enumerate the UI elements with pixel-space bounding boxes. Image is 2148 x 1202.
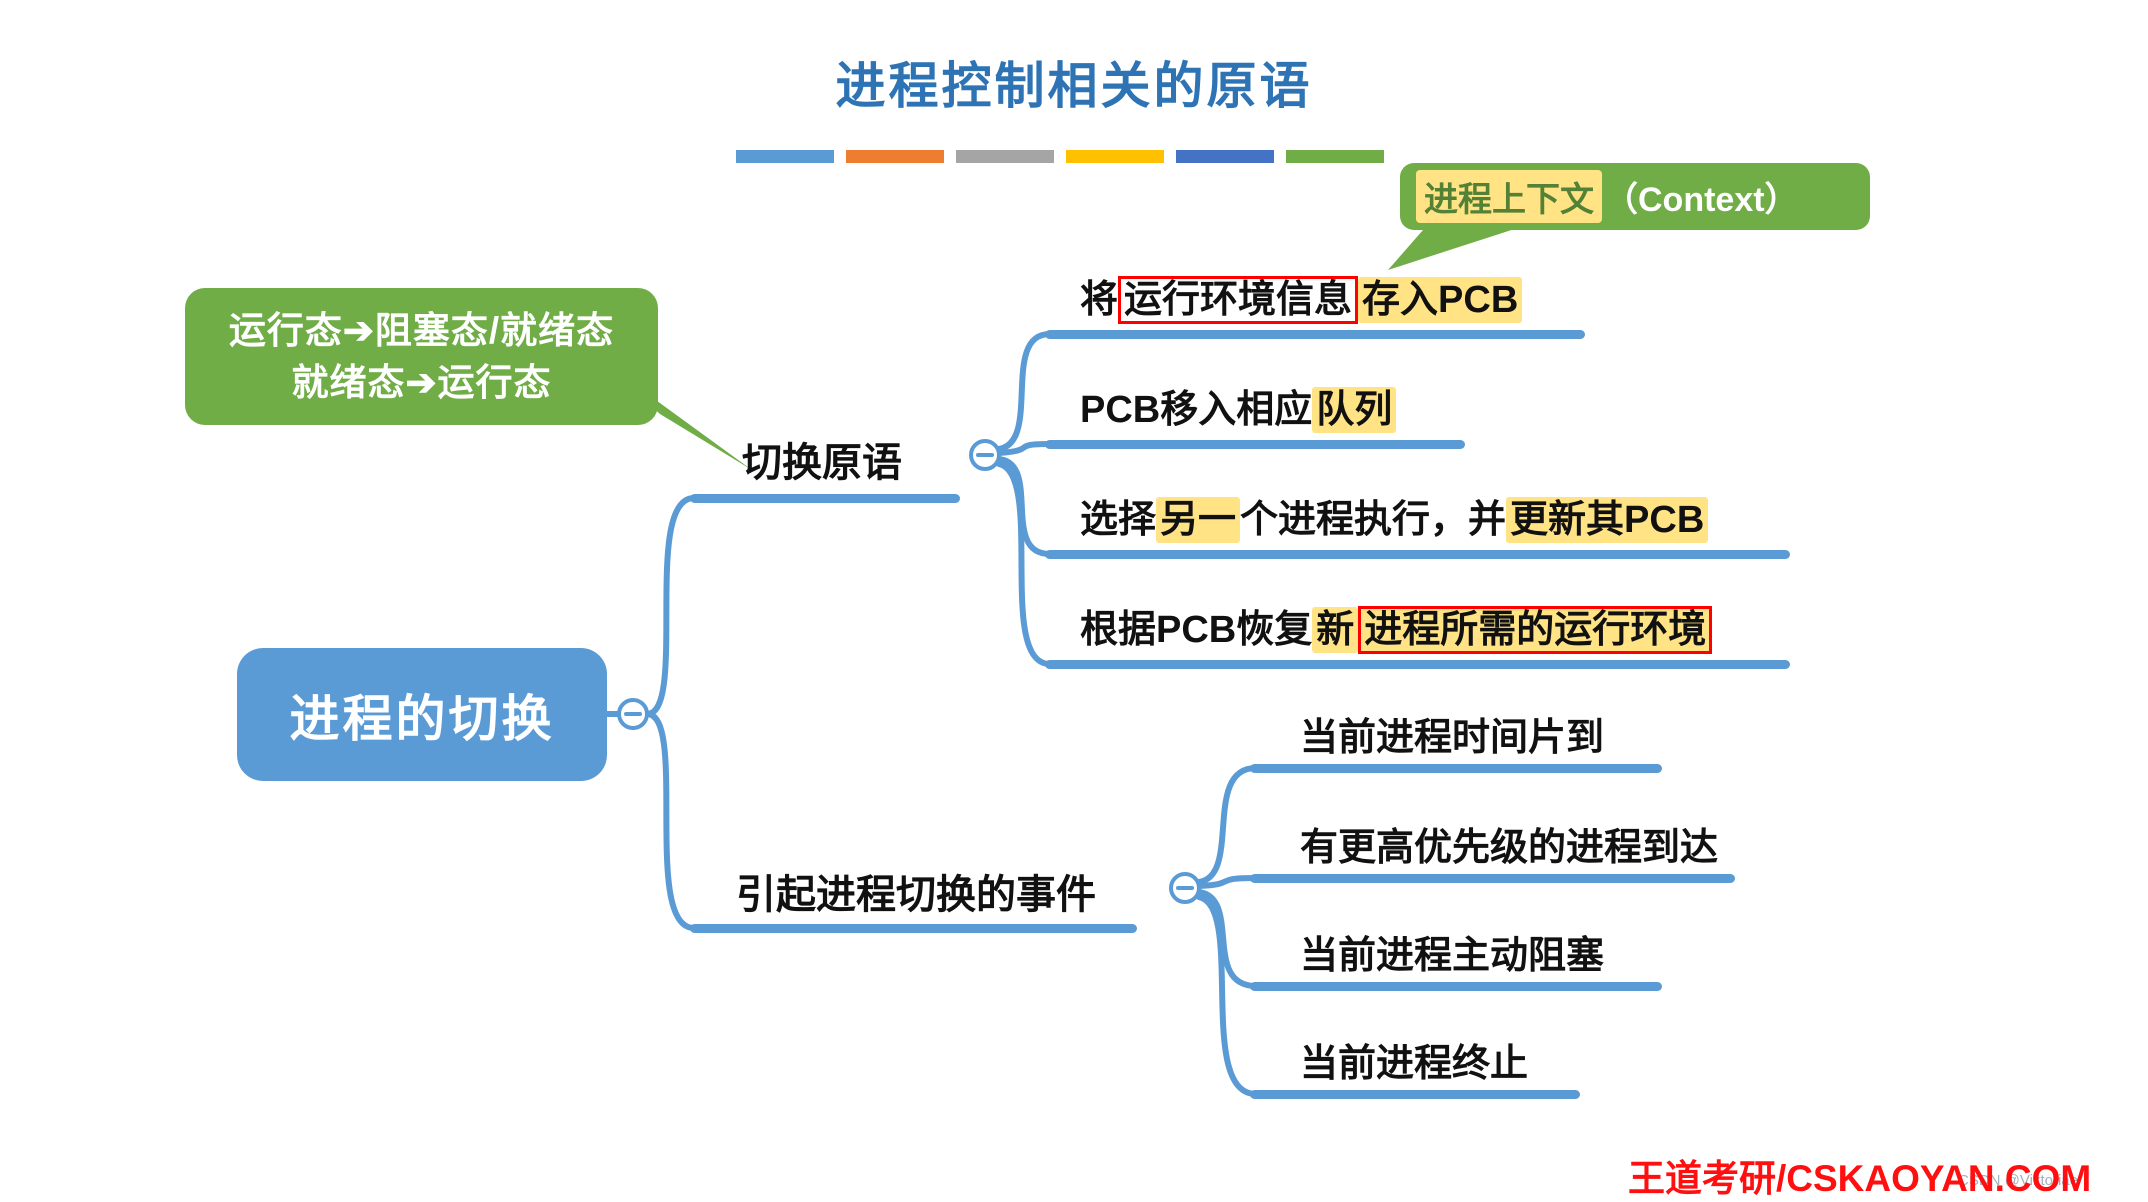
topic-underline [1250, 874, 1735, 883]
color-bar-blue [736, 150, 834, 163]
topic-underline [1045, 440, 1465, 449]
color-bar-gold [1066, 150, 1164, 163]
topic-underline [690, 924, 1137, 933]
leaf-segment-highlight: 新 [1312, 607, 1359, 653]
topic-underline [1250, 764, 1662, 773]
connector-root-to-branch-switch [644, 495, 697, 717]
leaf-segment-red-box-highlight: 进程所需的运行环境 [1358, 606, 1713, 654]
leaf-segment-highlight: 更新其PCB [1506, 497, 1709, 543]
leaf-select-another-process[interactable]: 选择另一个进程执行，并更新其PCB [1080, 488, 1709, 543]
callout-context-rest: （Context） [1604, 181, 1799, 219]
connector-events-to-leaf-3 [1196, 889, 1259, 989]
topic-underline [1250, 1090, 1580, 1099]
branch-switch-primitive[interactable]: 切换原语 [742, 441, 902, 485]
collapse-button-root[interactable] [617, 698, 649, 730]
collapse-button-switch-events[interactable] [1169, 872, 1201, 904]
color-bar-green [1286, 150, 1384, 163]
page-title: 进程控制相关的原语 [835, 58, 1313, 114]
callout-context: 进程上下文 （Context） [1400, 163, 1870, 230]
leaf-save-run-environment-to-pcb[interactable]: 将运行环境信息存入PCB [1080, 268, 1523, 324]
callout-states-line1: 运行态➔阻塞态/就绪态 [228, 309, 615, 351]
connector-switch-to-leaf-3 [996, 456, 1053, 557]
connector-events-to-leaf-2 [1196, 875, 1259, 889]
root-node-process-switch[interactable]: 进程的切换 [237, 648, 607, 781]
connector-root-to-branch-events [644, 711, 697, 931]
connector-switch-to-leaf-4 [996, 461, 1053, 667]
topic-underline [1045, 660, 1790, 669]
brand-footer: 王道考研/CSKAOYAN.COM [1628, 1158, 2092, 1199]
collapse-button-switch-primitive[interactable] [969, 439, 1001, 471]
color-bar-gray [956, 150, 1054, 163]
connector-switch-to-leaf-2 [996, 441, 1053, 456]
connector-switch-to-leaf-1 [996, 331, 1053, 452]
topic-underline [1250, 982, 1662, 991]
leaf-segment-highlight: 另一 [1156, 497, 1241, 543]
leaf-segment: 选择 [1080, 499, 1157, 541]
leaf-segment: 根据PCB恢复 [1080, 609, 1313, 651]
leaf-segment: 个进程执行，并 [1240, 499, 1507, 541]
callout-context-highlight: 进程上下文 [1416, 170, 1602, 223]
leaf-segment-highlight: 存入PCB [1358, 277, 1523, 323]
leaf-segment: 将 [1080, 279, 1119, 321]
leaf-process-blocks-itself[interactable]: 当前进程主动阻塞 [1300, 935, 1605, 977]
branch-switch-events[interactable]: 引起进程切换的事件 [736, 873, 1096, 917]
callout-states-line2: 就绪态➔运行态 [291, 361, 552, 403]
connector-events-to-leaf-4 [1196, 894, 1259, 1097]
leaf-move-pcb-to-queue[interactable]: PCB移入相应队列 [1080, 378, 1397, 433]
color-bar-navy [1176, 150, 1274, 163]
color-bar-orange [846, 150, 944, 163]
leaf-segment-red-box: 运行环境信息 [1118, 276, 1359, 324]
connector-events-to-leaf-1 [1196, 765, 1259, 885]
topic-underline [1045, 330, 1585, 339]
topic-underline [690, 494, 960, 503]
leaf-restore-run-environment[interactable]: 根据PCB恢复新进程所需的运行环境 [1080, 598, 1713, 654]
leaf-segment: PCB移入相应 [1080, 389, 1313, 431]
leaf-segment-highlight: 队列 [1312, 387, 1397, 433]
leaf-time-slice-expired[interactable]: 当前进程时间片到 [1300, 717, 1605, 759]
csdn-watermark: CSDN @Viktoriae [1958, 1172, 2078, 1189]
topic-underline [1045, 550, 1790, 559]
leaf-process-terminates[interactable]: 当前进程终止 [1300, 1043, 1529, 1085]
leaf-higher-priority-arrives[interactable]: 有更高优先级的进程到达 [1300, 827, 1719, 869]
divider-color-bars [736, 150, 1384, 163]
callout-context-tail-shape [1388, 222, 1536, 270]
callout-state-transitions: 运行态➔阻塞态/就绪态 就绪态➔运行态 [185, 288, 658, 425]
